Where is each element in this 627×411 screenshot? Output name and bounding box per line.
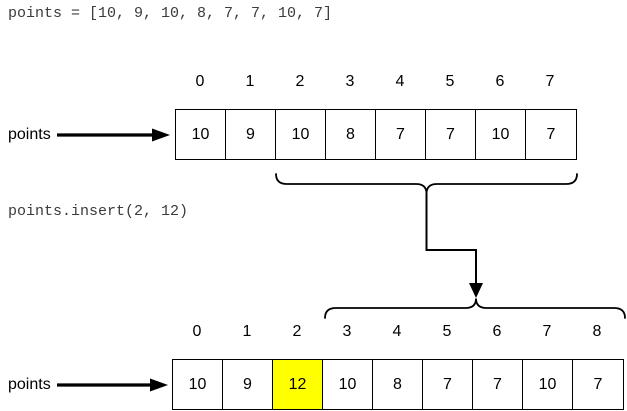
before-shift-brace: [275, 173, 578, 194]
after-cell-5: 7: [423, 360, 473, 409]
before-index-2: 2: [295, 73, 305, 90]
code-insert-call: points.insert(2, 12): [8, 203, 189, 220]
after-cell-3: 10: [323, 360, 373, 409]
before-index-0: 0: [195, 73, 205, 90]
after-cell-6: 7: [473, 360, 523, 409]
after-array: 10 9 12 10 8 7 7 10 7: [172, 359, 624, 410]
before-cell-1: 9: [226, 110, 276, 159]
after-index-row: 0 1 2 3 4 5 6 7 8: [172, 321, 622, 343]
before-index-5: 5: [445, 73, 455, 90]
before-array: 10 9 10 8 7 7 10 7: [175, 109, 577, 160]
after-cell-0: 10: [173, 360, 223, 409]
after-cell-2: 12: [273, 360, 323, 409]
after-index-2: 2: [292, 323, 302, 340]
before-pointer-arrow: [57, 128, 170, 142]
code-list-literal: points = [10, 9, 10, 8, 7, 7, 10, 7]: [8, 5, 333, 22]
before-index-3: 3: [345, 73, 355, 90]
before-cell-4: 7: [376, 110, 426, 159]
before-cell-0: 10: [176, 110, 226, 159]
after-index-8: 8: [592, 323, 602, 340]
after-pointer-arrow: [57, 378, 168, 392]
after-cell-1: 9: [223, 360, 273, 409]
after-index-3: 3: [342, 323, 352, 340]
before-pointer-label: points: [8, 126, 51, 143]
after-index-0: 0: [192, 323, 202, 340]
before-cell-7: 7: [526, 110, 576, 159]
after-index-7: 7: [542, 323, 552, 340]
before-index-4: 4: [395, 73, 405, 90]
after-index-6: 6: [492, 323, 502, 340]
before-index-6: 6: [495, 73, 505, 90]
before-index-1: 1: [245, 73, 255, 90]
before-cell-6: 10: [476, 110, 526, 159]
after-index-5: 5: [442, 323, 452, 340]
after-index-1: 1: [242, 323, 252, 340]
before-index-row: 0 1 2 3 4 5 6 7: [175, 71, 575, 93]
after-pointer-label: points: [8, 376, 51, 393]
shift-connector-arrow: [425, 193, 483, 298]
before-cell-5: 7: [426, 110, 476, 159]
after-cell-8: 7: [573, 360, 623, 409]
after-cell-7: 10: [523, 360, 573, 409]
after-shift-brace: [324, 298, 626, 319]
before-cell-3: 8: [326, 110, 376, 159]
before-index-7: 7: [545, 73, 555, 90]
after-cell-4: 8: [373, 360, 423, 409]
after-index-4: 4: [392, 323, 402, 340]
before-cell-2: 10: [276, 110, 326, 159]
